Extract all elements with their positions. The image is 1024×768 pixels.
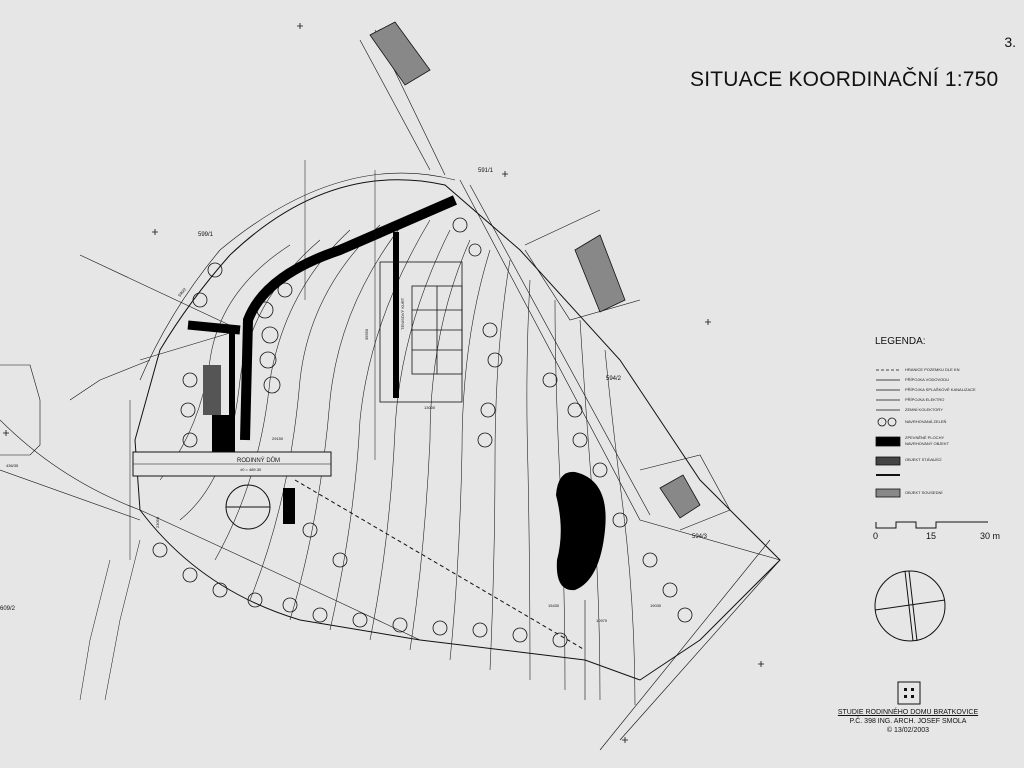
parcel-436: 436/35	[6, 463, 19, 468]
dim-15430: 15430	[548, 603, 560, 608]
credits-date: © 13/02/2003	[886, 727, 930, 734]
dim-10970: 10970	[596, 618, 608, 623]
scale-label-15: 15	[926, 531, 937, 541]
credits-project: STUDIE RODINNÉHO DOMU BRATKOVICE	[837, 709, 979, 716]
house-label: RODINNÝ DŮM	[237, 457, 280, 464]
legend-item: NAVRHOVANÝ OBJEKT	[905, 441, 950, 446]
parcel-594-3: 594/3	[692, 534, 708, 540]
parcel-590: 590/2	[177, 286, 188, 297]
parcel-594-2: 594/2	[606, 376, 622, 382]
legend-title: LEGENDA:	[875, 336, 926, 347]
paved-hatch	[203, 365, 221, 415]
survey-points	[3, 23, 764, 743]
legend-item: PŘÍPOJKA SPLAŠKOVÉ KANALIZACE	[905, 387, 976, 392]
credits-block: STUDIE RODINNÉHO DOMU BRATKOVICE P.Č. 39…	[828, 708, 988, 735]
drawing-title: SITUACE KOORDINAČNÍ 1:750	[690, 68, 999, 91]
dim-19030: 19030	[650, 603, 662, 608]
tennis-label: TENISOVÝ KURT	[400, 297, 405, 330]
dim-13000: 13000	[424, 405, 436, 410]
utility-lines	[129, 160, 586, 700]
north-arrow	[874, 570, 946, 642]
parcel-599-1: 599/1	[198, 232, 214, 238]
scale-label-30: 30 m	[980, 531, 1001, 541]
site-boundary	[0, 29, 781, 751]
dim-23050: 23050	[155, 516, 160, 528]
parcel-609-2: 609/2	[0, 606, 16, 612]
house-building	[132, 451, 332, 530]
house-level-label: ±0 = 489.30	[240, 467, 262, 472]
dim-39550: 39550	[364, 328, 369, 340]
credits-architect: P.Č. 398 ING. ARCH. JOSEF SMOLA	[849, 718, 967, 725]
legend-item: PŘÍPOJKA ELEKTRO	[905, 397, 945, 402]
garage-block	[283, 488, 295, 524]
proposed-greenery	[152, 217, 693, 648]
neighbour-buildings	[369, 21, 701, 519]
architect-logo	[897, 681, 921, 705]
sheet-number: 3.	[1004, 34, 1016, 50]
scale-bar	[875, 521, 988, 529]
parking-area	[212, 415, 234, 460]
legend-symbols	[875, 369, 901, 498]
legend-item: ZEMNÍ KOLEKTORY	[905, 407, 943, 412]
legend-item: PŘÍPOJKA VODOVODU	[905, 377, 950, 382]
legend-item: HRANICE POZEMKU DLE KN	[905, 367, 960, 372]
dim-29150: 29150	[272, 436, 284, 441]
tennis-court	[379, 261, 463, 403]
scale-label-0: 0	[873, 531, 879, 541]
legend-item: NAVRHOVANÁ ZELEŇ	[905, 419, 947, 424]
pond	[556, 471, 606, 591]
contour-lines	[159, 214, 636, 706]
legend-item: ZPEVNĚNÉ PLOCHY	[905, 435, 945, 440]
legend-item: OBJEKT STÁVAJÍCÍ	[905, 457, 942, 462]
parcel-591-1: 591/1	[478, 168, 494, 174]
legend-item: OBJEKT SOUSEDNÍ	[905, 490, 943, 495]
